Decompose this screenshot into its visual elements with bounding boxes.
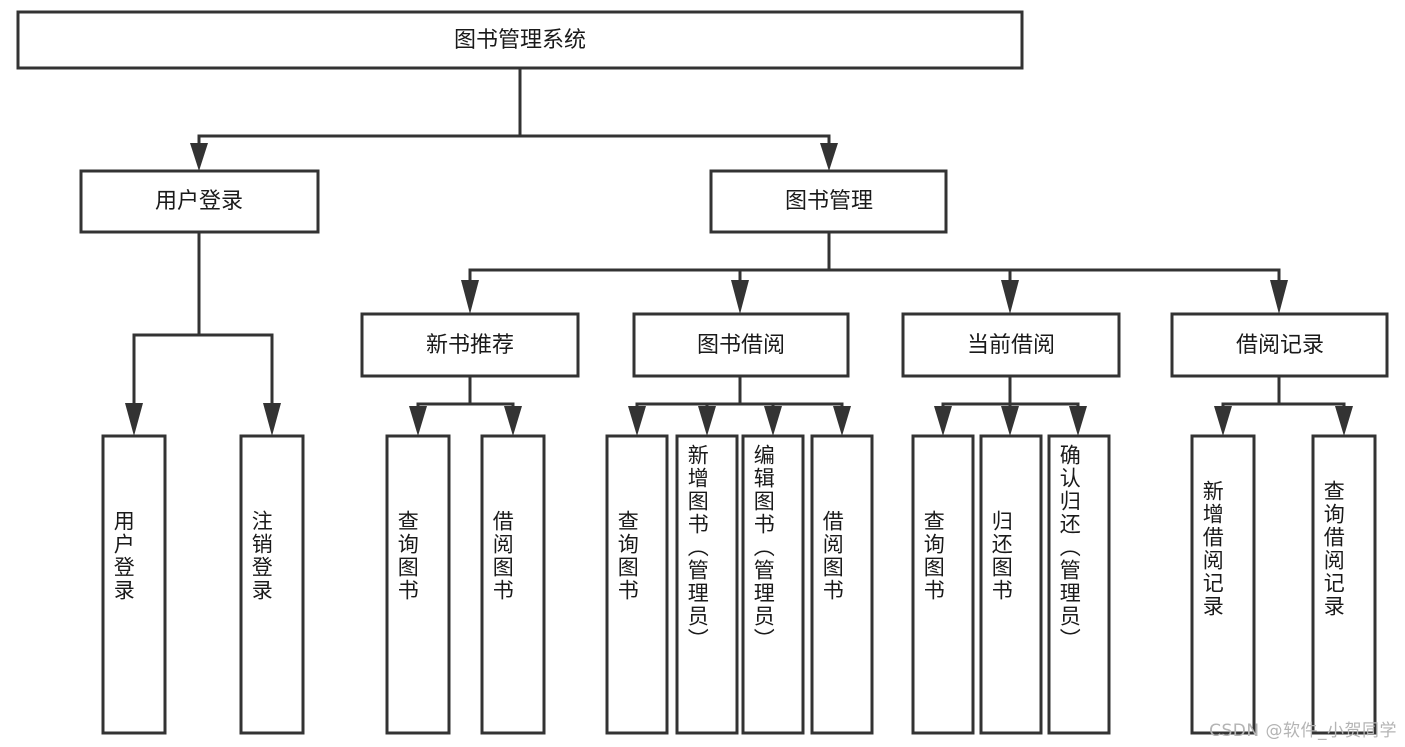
arrow-head-leaf-borrow-book-recommend	[504, 406, 522, 436]
leaf-box-query-book-current[interactable]	[911, 434, 975, 735]
arrow-head-leaf-query-book-borrow	[628, 406, 646, 436]
arrow-head-leaf-query-book-current	[934, 406, 952, 436]
node-new-book-recommend[interactable]: 新书推荐	[360, 312, 580, 378]
arrow-head-current-borrow	[1001, 280, 1019, 314]
arrow-head-borrow-record	[1270, 280, 1288, 314]
node-book-borrow-label: 图书借阅	[697, 333, 785, 358]
node-book-manage-box[interactable]	[709, 169, 948, 234]
arrow-head-leaf-add-borrow-record	[1214, 406, 1232, 436]
node-current-borrow-label: 当前借阅	[967, 333, 1055, 358]
node-root-label: 图书管理系统	[454, 28, 586, 53]
node-borrow-record[interactable]: 借阅记录	[1170, 312, 1389, 378]
leaf-box-borrow-book[interactable]	[810, 434, 874, 735]
leaf-box-add-book[interactable]	[675, 434, 739, 735]
node-current-borrow[interactable]: 当前借阅	[901, 312, 1121, 378]
node-book-manage[interactable]: 图书管理	[709, 169, 948, 234]
arrow-head-leaf-edit-book	[764, 406, 782, 436]
leaf-box-edit-book[interactable]	[741, 434, 805, 735]
node-new-book-recommend-label: 新书推荐	[426, 333, 514, 358]
leaf-box-query-borrow-record[interactable]	[1311, 434, 1377, 735]
leaf-box-confirm-return[interactable]	[1047, 434, 1111, 735]
node-root[interactable]: 图书管理系统	[16, 10, 1024, 70]
arrow-head-leaf-query-book-recommend	[409, 406, 427, 436]
node-user-login-box[interactable]	[79, 169, 320, 234]
node-borrow-record-label: 借阅记录	[1236, 333, 1324, 358]
leaf-box-add-borrow-record[interactable]	[1190, 434, 1256, 735]
node-user-login-label: 用户登录	[155, 189, 243, 214]
node-new-book-recommend-box[interactable]	[360, 312, 580, 378]
arrow-head-book-manage	[820, 143, 838, 171]
node-book-borrow[interactable]: 图书借阅	[632, 312, 850, 378]
node-user-login[interactable]: 用户登录	[79, 169, 320, 234]
arrow-head-leaf-user-logout	[263, 403, 281, 436]
arrow-head-new-book-recommend	[461, 280, 479, 314]
node-book-borrow-box[interactable]	[632, 312, 850, 378]
leaf-box-borrow-book-recommend[interactable]	[480, 434, 546, 735]
arrow-head-leaf-confirm-return	[1069, 406, 1087, 436]
leaf-box-query-book-borrow[interactable]	[605, 434, 669, 735]
node-book-manage-label: 图书管理	[785, 189, 873, 214]
arrow-head-book-borrow	[731, 280, 749, 314]
arrow-head-leaf-query-borrow-record	[1335, 406, 1353, 436]
leaf-box-user-logout[interactable]	[239, 434, 305, 735]
node-root-box[interactable]	[16, 10, 1024, 70]
leaf-box-layer	[101, 434, 1377, 735]
leaf-box-user-login[interactable]	[101, 434, 167, 735]
watermark-label: CSDN @软件_小贺同学	[1209, 721, 1397, 741]
node-borrow-record-box[interactable]	[1170, 312, 1389, 378]
leaf-box-return-book[interactable]	[979, 434, 1043, 735]
arrow-head-user-login	[190, 143, 208, 171]
connector-layer	[125, 66, 1353, 436]
arrow-head-leaf-borrow-book	[833, 406, 851, 436]
node-current-borrow-box[interactable]	[901, 312, 1121, 378]
arrow-head-leaf-user-login	[125, 403, 143, 436]
leaf-box-query-book-recommend[interactable]	[385, 434, 451, 735]
arrow-head-leaf-return-book	[1001, 406, 1019, 436]
arrow-head-leaf-add-book	[698, 406, 716, 436]
